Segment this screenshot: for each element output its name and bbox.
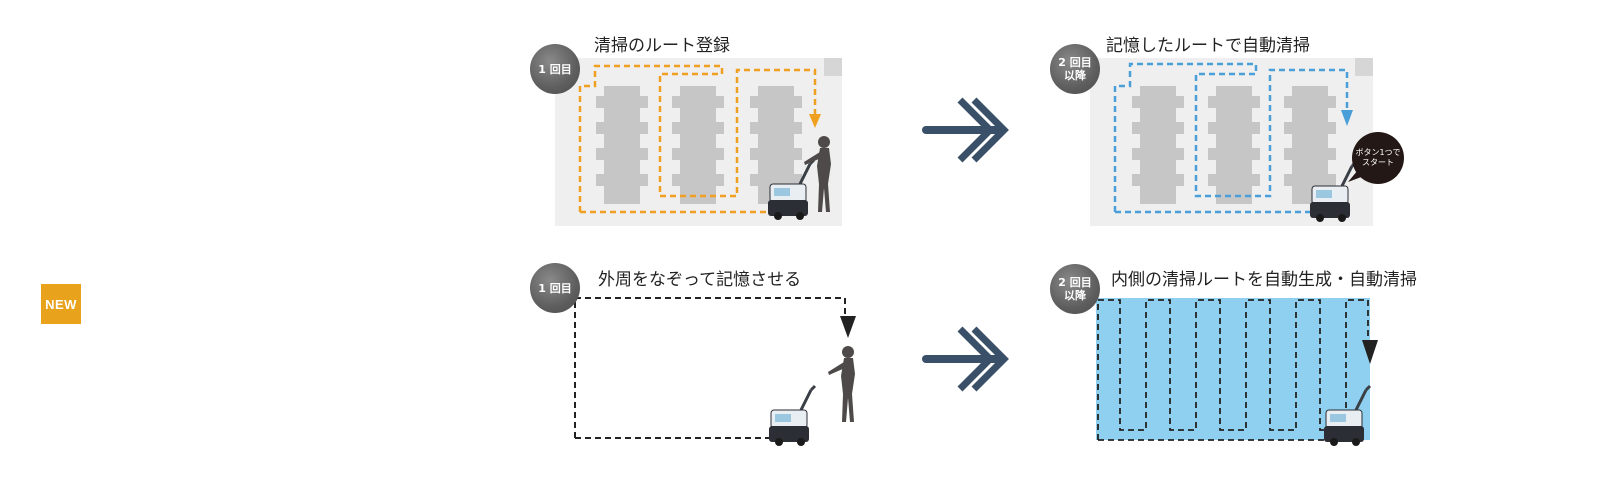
step-label: 1 回目 <box>538 62 572 76</box>
next-arrow <box>926 329 1004 389</box>
step-circle: 2 回目 以降 <box>1050 44 1100 94</box>
step-circle: 1 回目 <box>530 44 580 94</box>
new-badge: NEW <box>41 284 81 324</box>
panel-title: 内側の清掃ルートを自動生成・自動清掃 <box>1111 270 1417 290</box>
panel-title: 外周をなぞって記憶させる <box>598 270 802 290</box>
auto-cleaning-area <box>1096 298 1370 440</box>
step-circle: 2 回目 以降 <box>1050 264 1100 314</box>
step-circle: 1 回目 <box>530 263 580 313</box>
panel-title: 記憶したルートで自動清掃 <box>1106 36 1310 56</box>
auto-route <box>1097 299 1369 440</box>
cleaning-route <box>1113 62 1349 212</box>
step-sublabel: 以降 <box>1064 69 1086 82</box>
perimeter-route <box>574 297 846 438</box>
step-label: 2 回目 <box>1058 56 1092 69</box>
cleaning-route <box>578 64 817 212</box>
bubble-line2: スタート <box>1362 158 1394 167</box>
speech-bubble: ボタン1つで スタート <box>1352 148 1404 168</box>
step-label: 2 回目 <box>1058 276 1092 289</box>
bubble-line1: ボタン1つで <box>1355 148 1401 157</box>
next-arrow <box>926 100 1004 160</box>
step-label: 1 回目 <box>538 281 572 295</box>
panel-title: 清掃のルート登録 <box>594 36 730 56</box>
step-sublabel: 以降 <box>1064 289 1086 302</box>
